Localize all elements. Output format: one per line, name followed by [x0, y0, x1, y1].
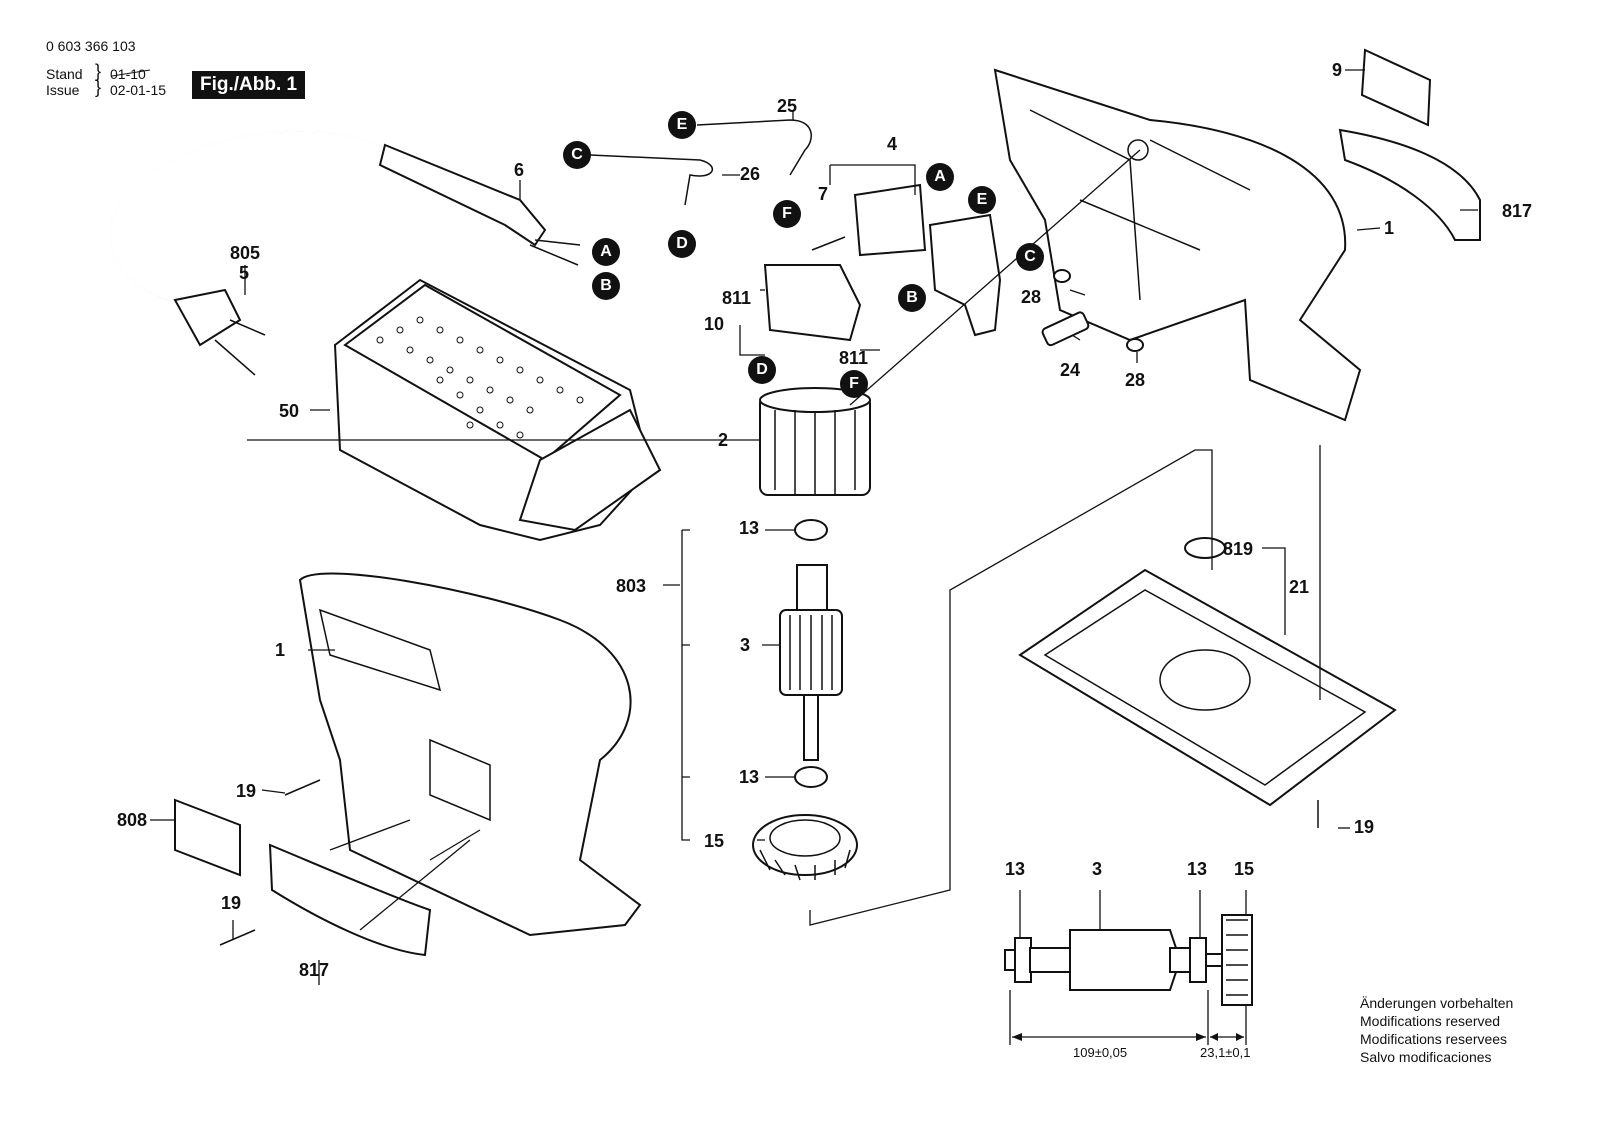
- callout-9: 9: [1332, 60, 1343, 80]
- callout-28-b: 28: [1125, 370, 1146, 390]
- callout-1-housing: 1: [1384, 218, 1395, 238]
- part-number: 0 603 366 103: [46, 38, 136, 54]
- issue-label: Issue: [46, 82, 80, 98]
- callout-805: 805: [230, 243, 261, 263]
- callout-819: 819: [1223, 539, 1254, 559]
- dust-box-drawing: [333, 278, 662, 542]
- label-plate-9: [1360, 48, 1432, 127]
- bearing-bottom: [794, 766, 828, 788]
- note-fr: Modifications reservees: [1360, 1031, 1508, 1047]
- callout-4: 4: [887, 134, 898, 154]
- housing-drawing: [993, 68, 1362, 422]
- callout-26: 26: [740, 164, 761, 184]
- stand-label: Stand: [46, 66, 83, 82]
- connector-a-cord: A: [592, 238, 620, 266]
- brace-top: }: [95, 61, 102, 81]
- callout-15: 15: [704, 831, 725, 851]
- callout-817-left: 817: [299, 960, 330, 980]
- callout-811-b: 811: [839, 348, 869, 368]
- seal-24: [1041, 311, 1090, 347]
- wire-26: [589, 154, 713, 206]
- callout-19-c: 19: [1354, 817, 1375, 837]
- note-en: Modifications reserved: [1360, 1013, 1501, 1029]
- note-de: Änderungen vorbehalten: [1360, 995, 1514, 1011]
- cap-817-left: [268, 843, 432, 957]
- connector-d-stator: D: [748, 356, 776, 384]
- old-date: 01-10: [110, 66, 146, 82]
- callout-6: 6: [514, 160, 525, 180]
- armature-drawing: [779, 564, 843, 761]
- grommet-28-a: [1053, 269, 1071, 283]
- callout-811-a: 811: [722, 288, 752, 308]
- callout-1-assembled: 1: [275, 640, 286, 660]
- callout-817-right: 817: [1502, 201, 1533, 221]
- figure-label: Fig./Abb. 1: [192, 71, 306, 99]
- callout-7: 7: [818, 184, 829, 204]
- connector-b-switch: B: [898, 284, 926, 312]
- callout-19-b: 19: [221, 893, 242, 913]
- callout-21: 21: [1289, 577, 1310, 597]
- connector-b-cord: B: [592, 272, 620, 300]
- note-es: Salvo modificaciones: [1360, 1049, 1492, 1065]
- connector-f-wire: F: [773, 200, 801, 228]
- callout-28-a: 28: [1021, 287, 1042, 307]
- stator-drawing: [759, 387, 871, 496]
- callout-25: 25: [777, 96, 798, 116]
- sander-assembled-drawing: [298, 572, 642, 937]
- leader-lines: [150, 69, 1478, 985]
- screw-19-a: [284, 779, 321, 796]
- switch-drawing: [853, 183, 1002, 337]
- connector-e-wire: E: [668, 111, 696, 139]
- connector-f-stator: F: [840, 370, 868, 398]
- callout-19-a: 19: [236, 781, 257, 801]
- fan-drawing: [752, 814, 858, 881]
- screw-7: [811, 236, 846, 251]
- detail-callout-13-left: 13: [1005, 859, 1026, 879]
- callout-2: 2: [718, 430, 729, 450]
- callout-803: 803: [616, 576, 647, 596]
- cap-817-right: [1338, 128, 1481, 241]
- base-plate-drawing: [1018, 537, 1397, 807]
- grommet-28-b: [1126, 338, 1144, 352]
- brace-bottom: }: [95, 77, 102, 97]
- callout-13-top: 13: [739, 518, 760, 538]
- callout-808: 808: [117, 810, 148, 830]
- callout-10: 10: [704, 314, 725, 334]
- detail-callout-13-right: 13: [1187, 859, 1208, 879]
- callout-3: 3: [740, 635, 751, 655]
- detail-callout-3: 3: [1092, 859, 1103, 879]
- label-plate-808: [174, 798, 241, 877]
- screw-19-b: [219, 929, 256, 946]
- brush-holder-drawing: [763, 264, 862, 342]
- callout-13-bottom: 13: [739, 767, 760, 787]
- wire-25: [696, 119, 812, 176]
- callout-24: 24: [1060, 360, 1081, 380]
- connector-c-wire: C: [563, 141, 591, 169]
- armature-detail-drawing: [1004, 890, 1253, 1045]
- bearing-top: [794, 519, 828, 541]
- connector-c-switch: C: [1016, 243, 1044, 271]
- dimension-length: 109±0,05: [1073, 1045, 1128, 1060]
- connector-a-switch: A: [926, 163, 954, 191]
- connector-e-switch: E: [968, 186, 996, 214]
- issue-date: 02-01-15: [110, 82, 167, 98]
- dimension-offset: 23,1±0,1: [1200, 1045, 1251, 1060]
- callout-5: 5: [239, 263, 250, 283]
- detail-callout-15: 15: [1234, 859, 1255, 879]
- modification-notes: Änderungen vorbehalten Modifications res…: [1360, 994, 1513, 1066]
- connector-d-wire: D: [668, 230, 696, 258]
- callout-50: 50: [279, 401, 300, 421]
